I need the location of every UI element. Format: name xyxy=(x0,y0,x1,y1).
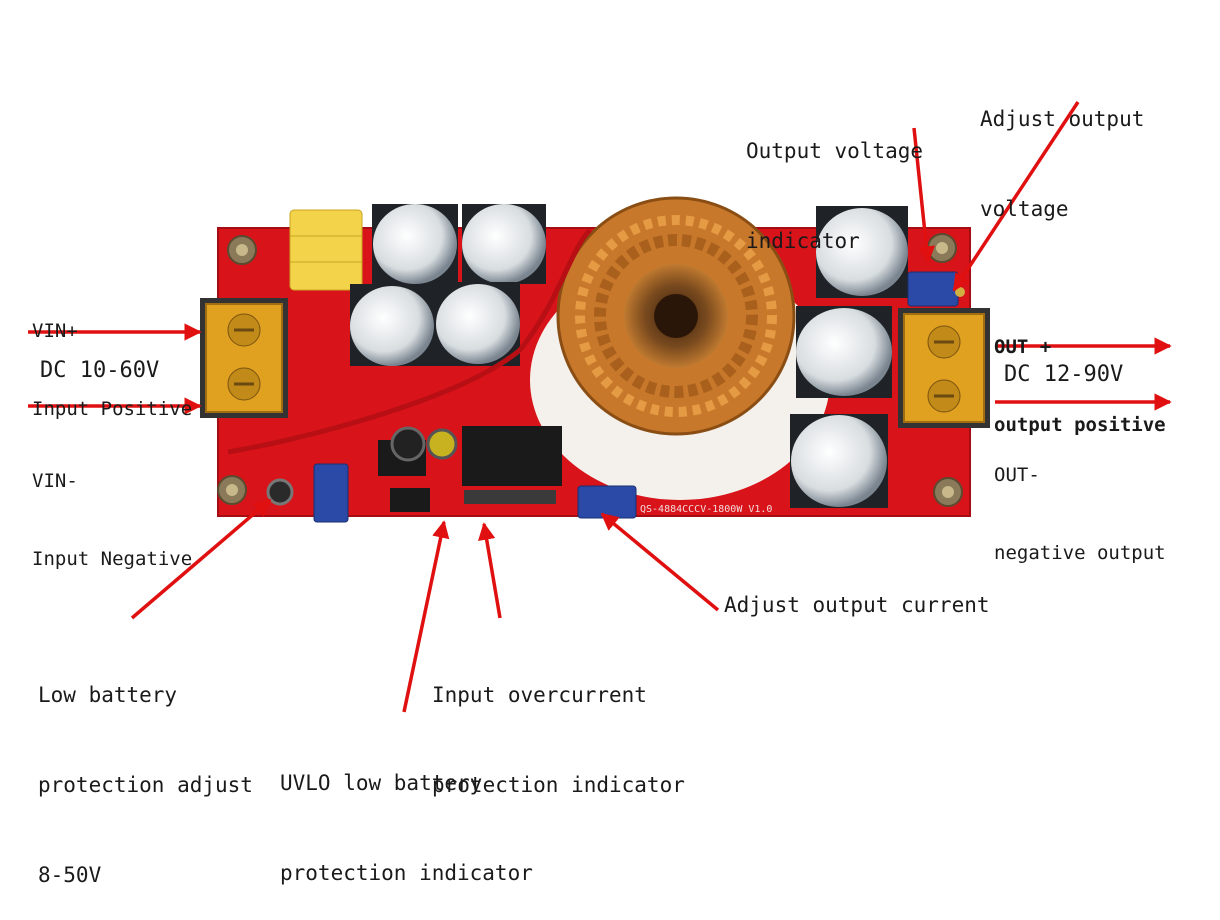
potentiometer-icon xyxy=(313,271,965,523)
label-vin-neg-line2: Input Negative xyxy=(32,548,193,570)
label-low-batt: Low battery protection adjust 8-50V xyxy=(38,620,253,920)
arrow-uvlo xyxy=(402,520,450,713)
silk-text: QS-4884CCCV-1800W V1.0 xyxy=(640,504,772,515)
label-out-volt-ind-line2: indicator xyxy=(746,229,860,253)
label-low-batt-line1: Low battery xyxy=(38,683,178,707)
label-out-pos-line2: output positive xyxy=(994,414,1166,436)
label-input-oc-line1: Input overcurrent xyxy=(432,683,647,707)
red-wire xyxy=(227,228,592,455)
label-out-volt-ind: Output voltage indicator xyxy=(746,76,923,286)
label-vin-pos-line2: Input Positive xyxy=(32,398,193,420)
label-dc-in: DC 10-60V xyxy=(40,358,160,383)
callout-arrows xyxy=(28,101,1172,713)
output-capacitors xyxy=(790,206,908,508)
label-uvlo: UVLO low battery protection indicator xyxy=(280,708,533,918)
diagram-root: { "labels": { "vin_pos_1": "VIN+", "vin_… xyxy=(28,44,1172,887)
jumper-block xyxy=(289,209,363,291)
ic-chips xyxy=(378,426,562,512)
label-uvlo-line1: UVLO low battery xyxy=(280,771,483,795)
arrow-input-oc xyxy=(478,522,502,619)
label-vin-pos-line1: VIN+ xyxy=(32,320,78,342)
label-vin-neg: VIN- Input Negative xyxy=(32,416,192,598)
label-adj-out-current: Adjust output current xyxy=(724,593,990,617)
label-out-pos: OUT + output positive xyxy=(994,282,1166,464)
toroid-inductor xyxy=(556,196,796,436)
output-terminal-block xyxy=(898,308,990,428)
arrow-adj-out-volt xyxy=(952,101,1080,292)
label-vin-pos: VIN+ Input Positive xyxy=(32,266,192,448)
arrow-out-volt-ind xyxy=(912,127,936,264)
board-illustration: QS-4884CCCV-1800W V1.0 xyxy=(28,101,1172,713)
label-adj-out-volt-line2: voltage xyxy=(980,197,1069,221)
label-out-neg-line2: negative output xyxy=(994,542,1166,564)
input-terminal-block xyxy=(200,298,288,418)
label-dc-out: DC 12-90V xyxy=(1004,362,1124,387)
label-out-pos-line1: OUT + xyxy=(994,336,1052,358)
label-low-batt-line2: protection adjust xyxy=(38,773,253,797)
label-out-volt-ind-line1: Output voltage xyxy=(746,139,924,163)
label-input-oc: Input overcurrent protection indicator xyxy=(432,620,685,830)
label-input-oc-line2: protection indicator xyxy=(432,773,685,797)
label-low-batt-line3: 8-50V xyxy=(38,863,102,887)
label-out-neg-line1: OUT- xyxy=(994,464,1040,486)
label-vin-neg-line1: VIN- xyxy=(32,470,78,492)
arrow-low-batt xyxy=(130,498,272,620)
arrow-adj-out-current xyxy=(600,512,720,612)
input-capacitors xyxy=(350,204,546,366)
label-adj-out-volt: Adjust output voltage xyxy=(980,44,1144,254)
label-adj-out-volt-line1: Adjust output xyxy=(980,107,1145,131)
label-uvlo-line2: protection indicator xyxy=(280,861,533,885)
label-out-neg: OUT- negative output xyxy=(994,410,1166,592)
